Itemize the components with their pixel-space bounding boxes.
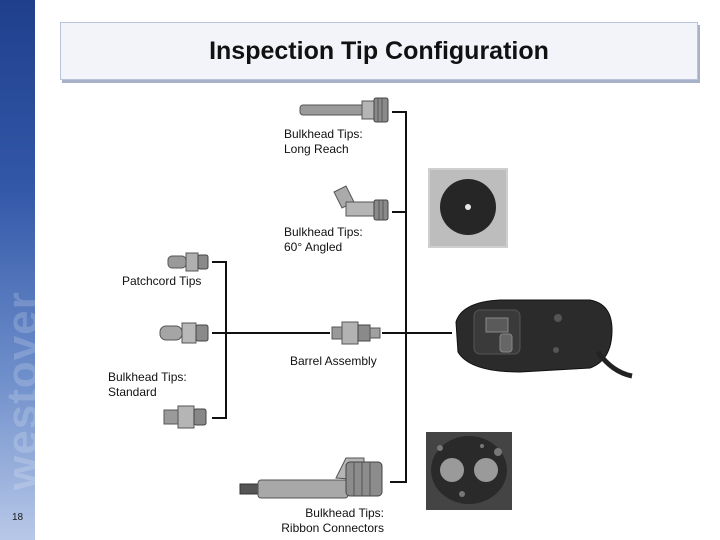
standard-tip-icon <box>163 405 207 429</box>
patchcord-bracket-line <box>212 261 227 419</box>
title-box: Inspection Tip Configuration <box>60 22 698 80</box>
page-number: 18 <box>12 512 24 523</box>
ribbon-tip-icon <box>239 457 383 499</box>
slide-title: Inspection Tip Configuration <box>209 37 549 65</box>
label-angled: Bulkhead Tips: 60° Angled <box>284 225 363 254</box>
inspection-probe-icon <box>455 299 633 379</box>
angled-tip-icon <box>333 185 389 221</box>
label-patchcord: Patchcord Tips <box>122 274 202 288</box>
long-reach-tip-icon <box>299 97 389 123</box>
label-standard: Bulkhead Tips: Standard <box>108 370 187 399</box>
patchcord-tip-bottom-icon <box>159 322 209 344</box>
label-long-reach: Bulkhead Tips: Long Reach <box>284 127 363 156</box>
sidebar-band: westover <box>0 0 35 540</box>
fiber-endface-image-top <box>428 168 508 248</box>
patchcord-tip-top-icon <box>167 252 209 272</box>
label-barrel: Barrel Assembly <box>290 354 377 368</box>
fiber-endface-image-bottom <box>426 432 512 510</box>
barrel-assembly-icon <box>331 321 381 345</box>
bulkhead-bracket-line <box>390 111 407 483</box>
label-ribbon: Bulkhead Tips: Ribbon Connectors <box>281 506 384 535</box>
